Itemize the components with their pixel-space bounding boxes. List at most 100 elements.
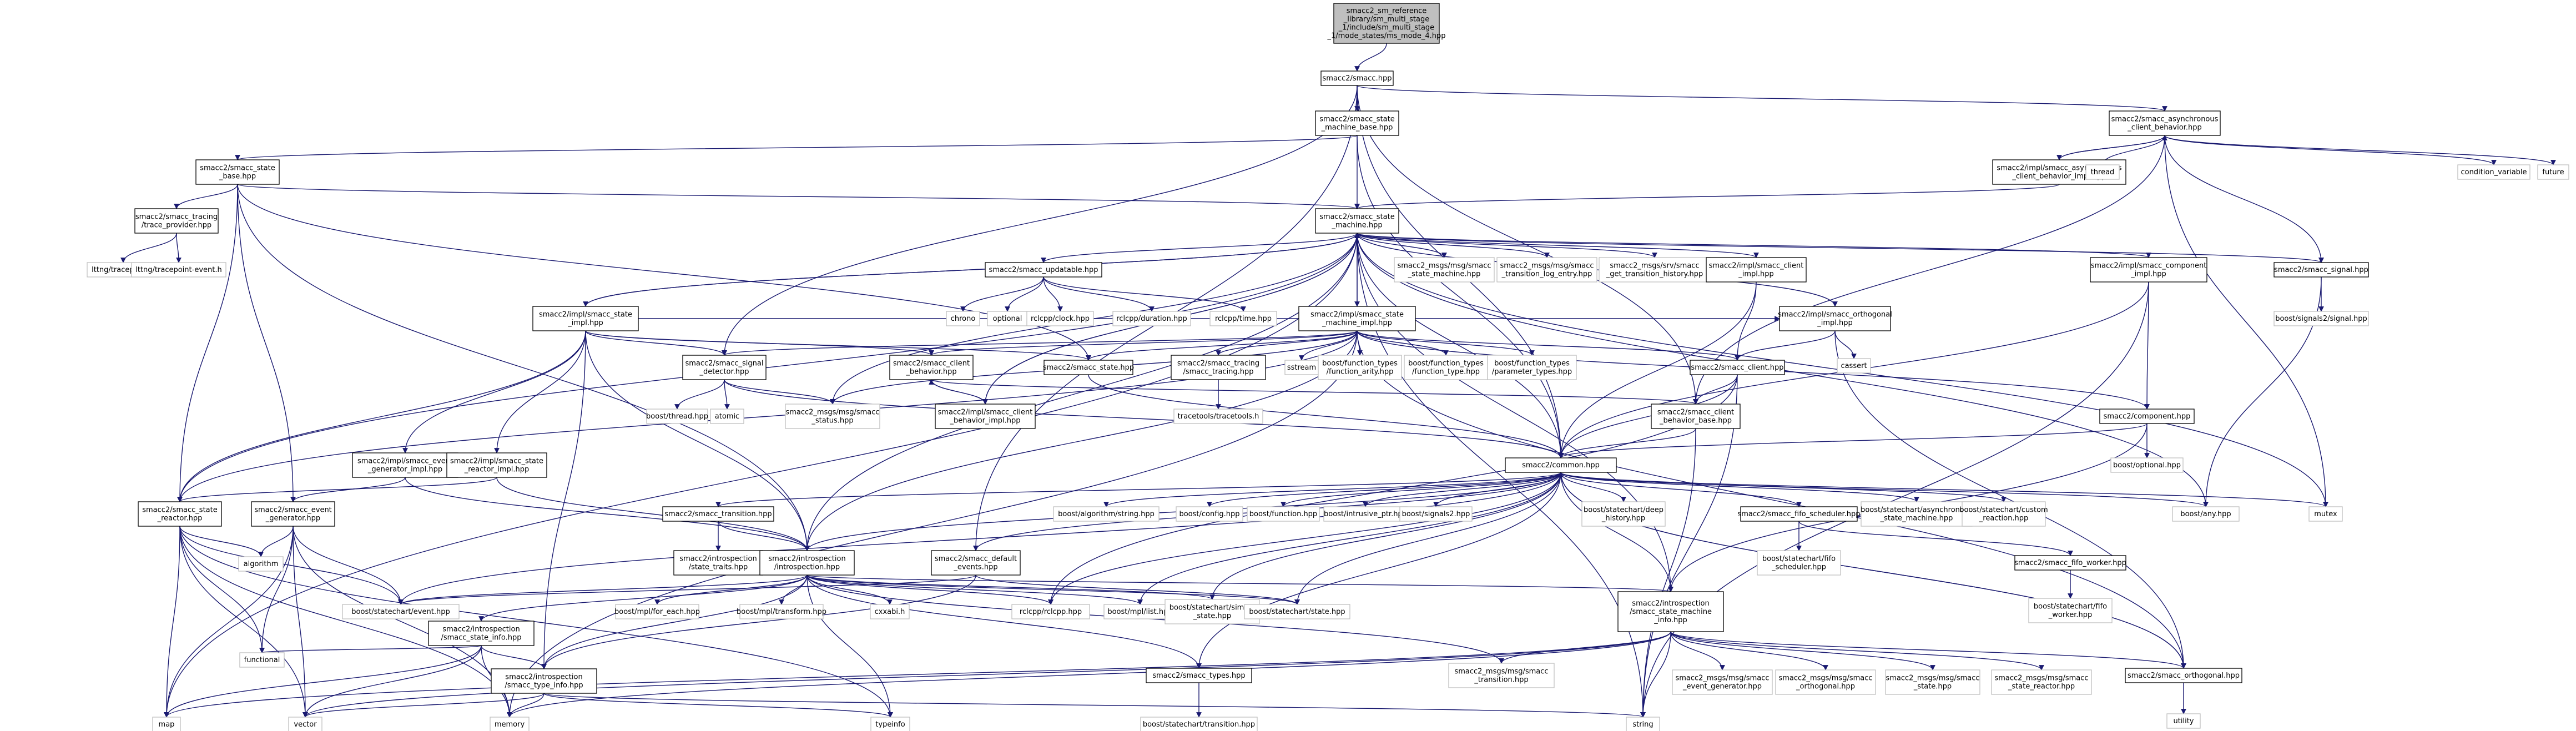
node-ft-params[interactable]: boost/function_types/parameter_types.hpp (1487, 355, 1577, 380)
node-functional[interactable]: functional (239, 652, 285, 668)
node-root[interactable]: smacc2_sm_reference_library/sm_multi_sta… (1327, 3, 1446, 44)
node-boost-signals2-signal[interactable]: boost/signals2/signal.hpp (2273, 311, 2369, 326)
node-mpl-for-each[interactable]: boost/mpl/for_each.hpp (614, 604, 700, 619)
node-introspection[interactable]: smacc2/introspection/introspection.hpp (759, 550, 855, 576)
node-msg-transition[interactable]: smacc2_msgs/msg/smacc_transition.hpp (1448, 663, 1555, 688)
node-sc-async-sm[interactable]: boost/statechart/asynchronous_state_mach… (1861, 501, 1973, 527)
node-atomic[interactable]: atomic (710, 409, 744, 424)
node-sc-simple-state[interactable]: boost/statechart/simple_state.hpp (1165, 599, 1260, 624)
node-boost-signals2[interactable]: boost/signals2.hpp (1399, 506, 1473, 522)
node-state-machine-impl[interactable]: smacc2/impl/smacc_state_machine_impl.hpp (1298, 306, 1416, 331)
node-msg-event-generator[interactable]: smacc2_msgs/msg/smacc_event_generator.hp… (1672, 669, 1773, 695)
node-msg-orthogonal[interactable]: smacc2_msgs/msg/smacc_orthogonal.hpp (1775, 669, 1876, 695)
node-intro-type-info[interactable]: smacc2/introspection/smacc_type_info.hpp (491, 668, 597, 694)
node-event-generator[interactable]: smacc2/smacc_event_generator.hpp (251, 501, 335, 527)
node-smacc-transition[interactable]: smacc2/smacc_transition.hpp (662, 506, 774, 522)
node-ft-type[interactable]: boost/function_types/function_type.hpp (1404, 355, 1488, 380)
node-typeinfo[interactable]: typeinfo (870, 717, 910, 731)
node-orthogonal-impl[interactable]: smacc2/impl/smacc_orthogonal_impl.hpp (1778, 306, 1892, 331)
node-state-reactor-impl[interactable]: smacc2/impl/smacc_state_reactor_impl.hpp (446, 452, 547, 478)
node-default-events[interactable]: smacc2/smacc_default_events.hpp (931, 550, 1021, 576)
node-cxxabi[interactable]: cxxabi.h (870, 604, 910, 619)
node-sc-fifo-scheduler[interactable]: boost/statechart/fifo_scheduler.hpp (1757, 550, 1841, 576)
node-sc-state[interactable]: boost/statechart/state.hpp (1244, 604, 1350, 619)
node-smacc-orthogonal[interactable]: smacc2/smacc_orthogonal.hpp (2125, 668, 2242, 683)
node-rclcpp-duration[interactable]: rclcpp/duration.hpp (1112, 311, 1191, 326)
node-rclcpp[interactable]: rclcpp/rclcpp.hpp (1011, 604, 1090, 619)
node-smacc-state[interactable]: smacc2/smacc_state.hpp (1043, 360, 1134, 375)
node-boost-intrusive-ptr[interactable]: boost/intrusive_ptr.hpp (1323, 506, 1408, 522)
node-smacc-state-base[interactable]: smacc2/smacc_state_base.hpp (195, 159, 280, 185)
node-label: memory (495, 720, 525, 729)
node-tracetools[interactable]: tracetools/tracetools.h (1173, 409, 1263, 424)
node-algorithm[interactable]: algorithm (238, 556, 284, 572)
node-rclcpp-clock[interactable]: rclcpp/clock.hpp (1026, 311, 1094, 326)
node-sc-transition[interactable]: boost/statechart/transition.hpp (1140, 717, 1258, 731)
node-smacc-signal[interactable]: smacc2/smacc_signal.hpp (2273, 262, 2369, 278)
node-client-behavior-impl[interactable]: smacc2/impl/smacc_client_behavior_impl.h… (935, 404, 1036, 429)
node-client-impl[interactable]: smacc2/impl/smacc_client_impl.hpp (1706, 257, 1807, 283)
node-ft-arity[interactable]: boost/function_types/function_arity.hpp (1318, 355, 1402, 380)
node-intro-state-info[interactable]: smacc2/introspection/smacc_state_info.hp… (428, 621, 535, 646)
node-msg-state-machine[interactable]: smacc2_msgs/msg/smacc_state_machine.hpp (1394, 257, 1495, 283)
node-sstream[interactable]: sstream (1284, 360, 1319, 375)
node-utility[interactable]: utility (2166, 713, 2201, 729)
node-tracing-tracing[interactable]: smacc2/smacc_tracing/smacc_tracing.hpp (1171, 355, 1266, 380)
node-memory[interactable]: memory (490, 717, 530, 731)
node-mutex[interactable]: mutex (2308, 506, 2343, 522)
node-fifo-worker[interactable]: smacc2/smacc_fifo_worker.hpp (2014, 555, 2126, 571)
node-future[interactable]: future (2537, 164, 2569, 180)
node-smacc-client[interactable]: smacc2/smacc_client.hpp (1690, 360, 1785, 375)
node-state-impl[interactable]: smacc2/impl/smacc_state_impl.hpp (532, 306, 639, 331)
node-sc-custom-reaction[interactable]: boost/statechart/custom_reaction.hpp (1959, 501, 2048, 527)
node-tracing-provider[interactable]: smacc2/smacc_tracing/trace_provider.hpp (134, 208, 219, 234)
node-smacc-types[interactable]: smacc2/smacc_types.hpp (1146, 668, 1252, 683)
node-thread[interactable]: thread (2085, 164, 2120, 180)
node-boost-thread[interactable]: boost/thread.hpp (646, 409, 708, 424)
node-label: boost/optional.hpp (2113, 461, 2181, 470)
node-vector[interactable]: vector (288, 717, 322, 731)
node-lttng-tracepoint-event[interactable]: lttng/tracepoint-event.h (131, 262, 226, 278)
node-fifo-scheduler[interactable]: smacc2/smacc_fifo_scheduler.hpp (1737, 506, 1861, 522)
node-srv-transition-history[interactable]: smacc2_msgs/srv/smacc_get_transition_his… (1599, 257, 1711, 283)
node-component[interactable]: smacc2/component.hpp (2099, 409, 2195, 424)
node-state-machine-base[interactable]: smacc2/smacc_state_machine_base.hpp (1315, 110, 1399, 136)
node-signal-detector[interactable]: smacc2/smacc_signal_detector.hpp (682, 355, 767, 380)
node-sc-fifo-worker[interactable]: boost/statechart/fifo_worker.hpp (2028, 598, 2113, 623)
node-condition-variable[interactable]: condition_variable (2457, 164, 2530, 180)
node-boost-optional[interactable]: boost/optional.hpp (2110, 457, 2184, 473)
node-intro-state-traits[interactable]: smacc2/introspection/state_traits.hpp (673, 550, 763, 576)
node-msg-status[interactable]: smacc2_msgs/msg/smacc_status.hpp (785, 404, 880, 429)
node-string[interactable]: string (1626, 717, 1660, 731)
node-state-machine[interactable]: smacc2/smacc_state_machine.hpp (1315, 208, 1399, 234)
node-cassert[interactable]: cassert (1837, 358, 1871, 374)
node-common[interactable]: smacc2/common.hpp (1505, 457, 1617, 473)
node-client-behavior[interactable]: smacc2/smacc_client_behavior.hpp (889, 355, 974, 380)
node-boost-any[interactable]: boost/any.hpp (2172, 506, 2240, 522)
edge-smacc_state_base-to-state_reactor (177, 184, 238, 502)
node-map[interactable]: map (152, 717, 181, 731)
node-rclcpp-time[interactable]: rclcpp/time.hpp (1209, 311, 1277, 326)
edge-client_behavior_impl-to-client_behavior (929, 379, 986, 405)
node-optional[interactable]: optional (987, 311, 1028, 326)
node-msg-state[interactable]: smacc2_msgs/msg/smacc_state.hpp (1885, 669, 1980, 695)
node-intro-sm-info[interactable]: smacc2/introspection/smacc_state_machine… (1617, 591, 1724, 632)
node-smacc-hpp[interactable]: smacc2/smacc.hpp (1320, 70, 1394, 86)
node-mpl-list[interactable]: boost/mpl/list.hpp (1103, 604, 1177, 619)
node-event-generator-impl[interactable]: smacc2/impl/smacc_event_generator_impl.h… (352, 452, 458, 478)
node-chrono[interactable]: chrono (946, 311, 980, 326)
node-component-impl[interactable]: smacc2/impl/smacc_component_impl.hpp (2090, 257, 2207, 283)
node-client-behavior-base[interactable]: smacc2/smacc_client_behavior_base.hpp (1651, 404, 1741, 429)
node-sc-deep-history[interactable]: boost/statechart/deep_history.hpp (1581, 501, 1666, 527)
node-msg-state-reactor[interactable]: smacc2_msgs/msg/smacc_state_reactor.hpp (1991, 669, 2092, 695)
node-sc-event[interactable]: boost/statechart/event.hpp (342, 604, 460, 619)
edge-state_machine-to-map (164, 233, 1358, 718)
node-updatable[interactable]: smacc2/smacc_updatable.hpp (985, 262, 1102, 278)
node-async-cb[interactable]: smacc2/smacc_asynchronous_client_behavio… (2109, 110, 2221, 136)
node-state-reactor[interactable]: smacc2/smacc_state_reactor.hpp (138, 501, 222, 527)
node-boost-algorithm-string[interactable]: boost/algorithm/string.hpp (1053, 506, 1160, 522)
node-msg-transition-log[interactable]: smacc2_msgs/msg/smacc_transition_log_ent… (1496, 257, 1597, 283)
node-boost-config[interactable]: boost/config.hpp (1176, 506, 1243, 522)
node-boost-function[interactable]: boost/function.hpp (1247, 506, 1320, 522)
node-mpl-transform[interactable]: boost/mpl/transform.hpp (737, 604, 826, 619)
